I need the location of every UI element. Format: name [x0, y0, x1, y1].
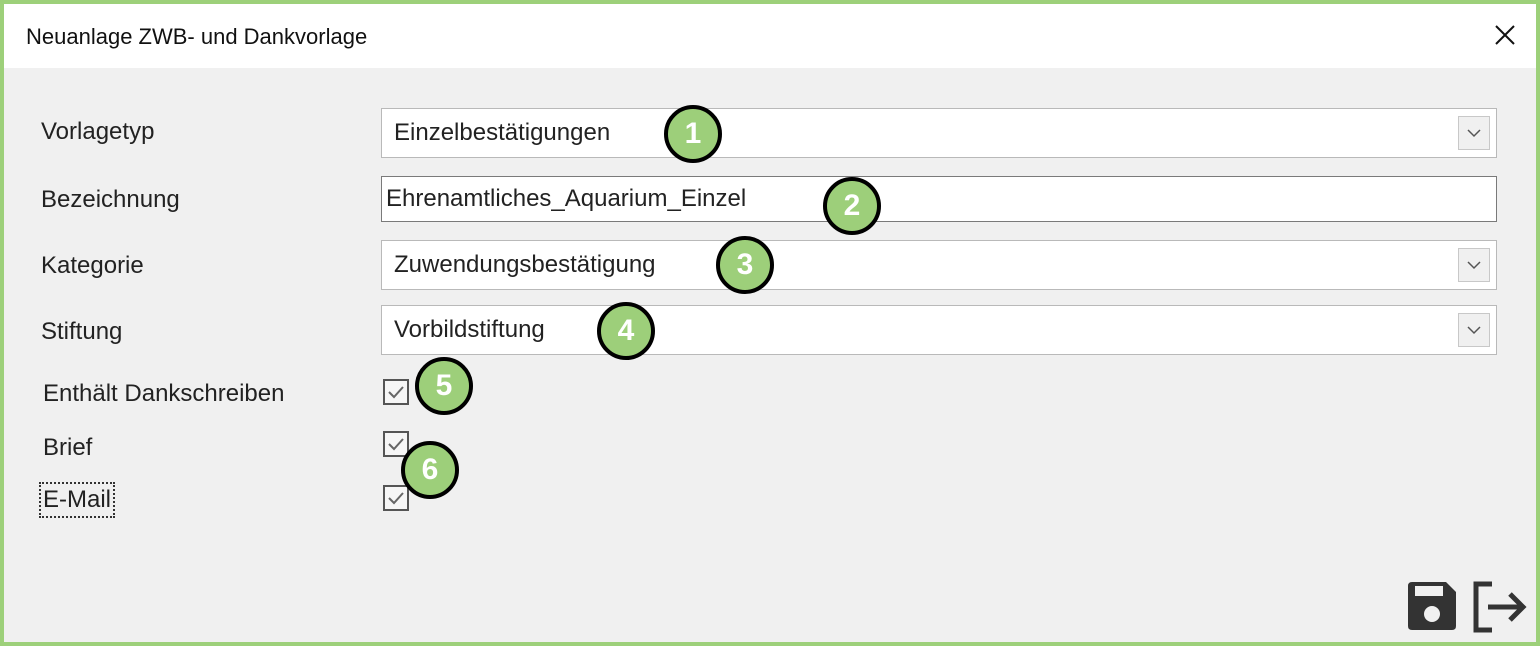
- save-icon: [1408, 582, 1456, 630]
- bezeichnung-label: Bezeichnung: [41, 186, 180, 213]
- save-button[interactable]: [1406, 580, 1458, 637]
- close-button[interactable]: [1488, 18, 1522, 52]
- stiftung-dropdown-button[interactable]: [1458, 313, 1490, 347]
- callout-2: 2: [823, 177, 881, 235]
- title-bar: Neuanlage ZWB- und Dankvorlage: [4, 4, 1536, 68]
- vorlagetyp-value: Einzelbestätigungen: [394, 119, 611, 146]
- stiftung-label: Stiftung: [41, 318, 123, 345]
- kategorie-value: Zuwendungsbestätigung: [394, 251, 656, 278]
- bezeichnung-input[interactable]: Ehrenamtliches_Aquarium_Einzel: [381, 176, 1497, 222]
- email-checkbox[interactable]: [383, 485, 409, 511]
- checkmark-icon: [388, 438, 404, 451]
- email-label: E-Mail: [38, 482, 116, 518]
- stiftung-value: Vorbildstiftung: [394, 316, 545, 343]
- kategorie-dropdown[interactable]: Zuwendungsbestätigung: [381, 240, 1497, 290]
- vorlagetyp-label: Vorlagetyp: [41, 118, 155, 145]
- vorlagetyp-dropdown-button[interactable]: [1458, 116, 1490, 150]
- dankschreiben-checkbox[interactable]: [383, 379, 409, 405]
- callout-1: 1: [664, 105, 722, 163]
- stiftung-dropdown[interactable]: Vorbildstiftung: [381, 305, 1497, 355]
- chevron-down-icon: [1467, 129, 1481, 138]
- chevron-down-icon: [1467, 261, 1481, 270]
- vorlagetyp-dropdown[interactable]: Einzelbestätigungen: [381, 108, 1497, 158]
- bezeichnung-value: Ehrenamtliches_Aquarium_Einzel: [386, 185, 747, 212]
- checkmark-icon: [388, 386, 404, 399]
- checkmark-icon: [388, 492, 404, 505]
- exit-button[interactable]: [1470, 580, 1532, 639]
- callout-5: 5: [415, 357, 473, 415]
- callout-6: 6: [401, 441, 459, 499]
- brief-label: Brief: [43, 434, 93, 461]
- kategorie-dropdown-button[interactable]: [1458, 248, 1490, 282]
- exit-icon: [1473, 581, 1527, 633]
- dialog-title: Neuanlage ZWB- und Dankvorlage: [26, 24, 368, 49]
- dankschreiben-label: Enthält Dankschreiben: [43, 380, 285, 407]
- close-icon: [1495, 25, 1515, 45]
- chevron-down-icon: [1467, 326, 1481, 335]
- brief-checkbox[interactable]: [383, 431, 409, 457]
- callout-4: 4: [597, 302, 655, 360]
- callout-3: 3: [716, 236, 774, 294]
- kategorie-label: Kategorie: [41, 252, 144, 279]
